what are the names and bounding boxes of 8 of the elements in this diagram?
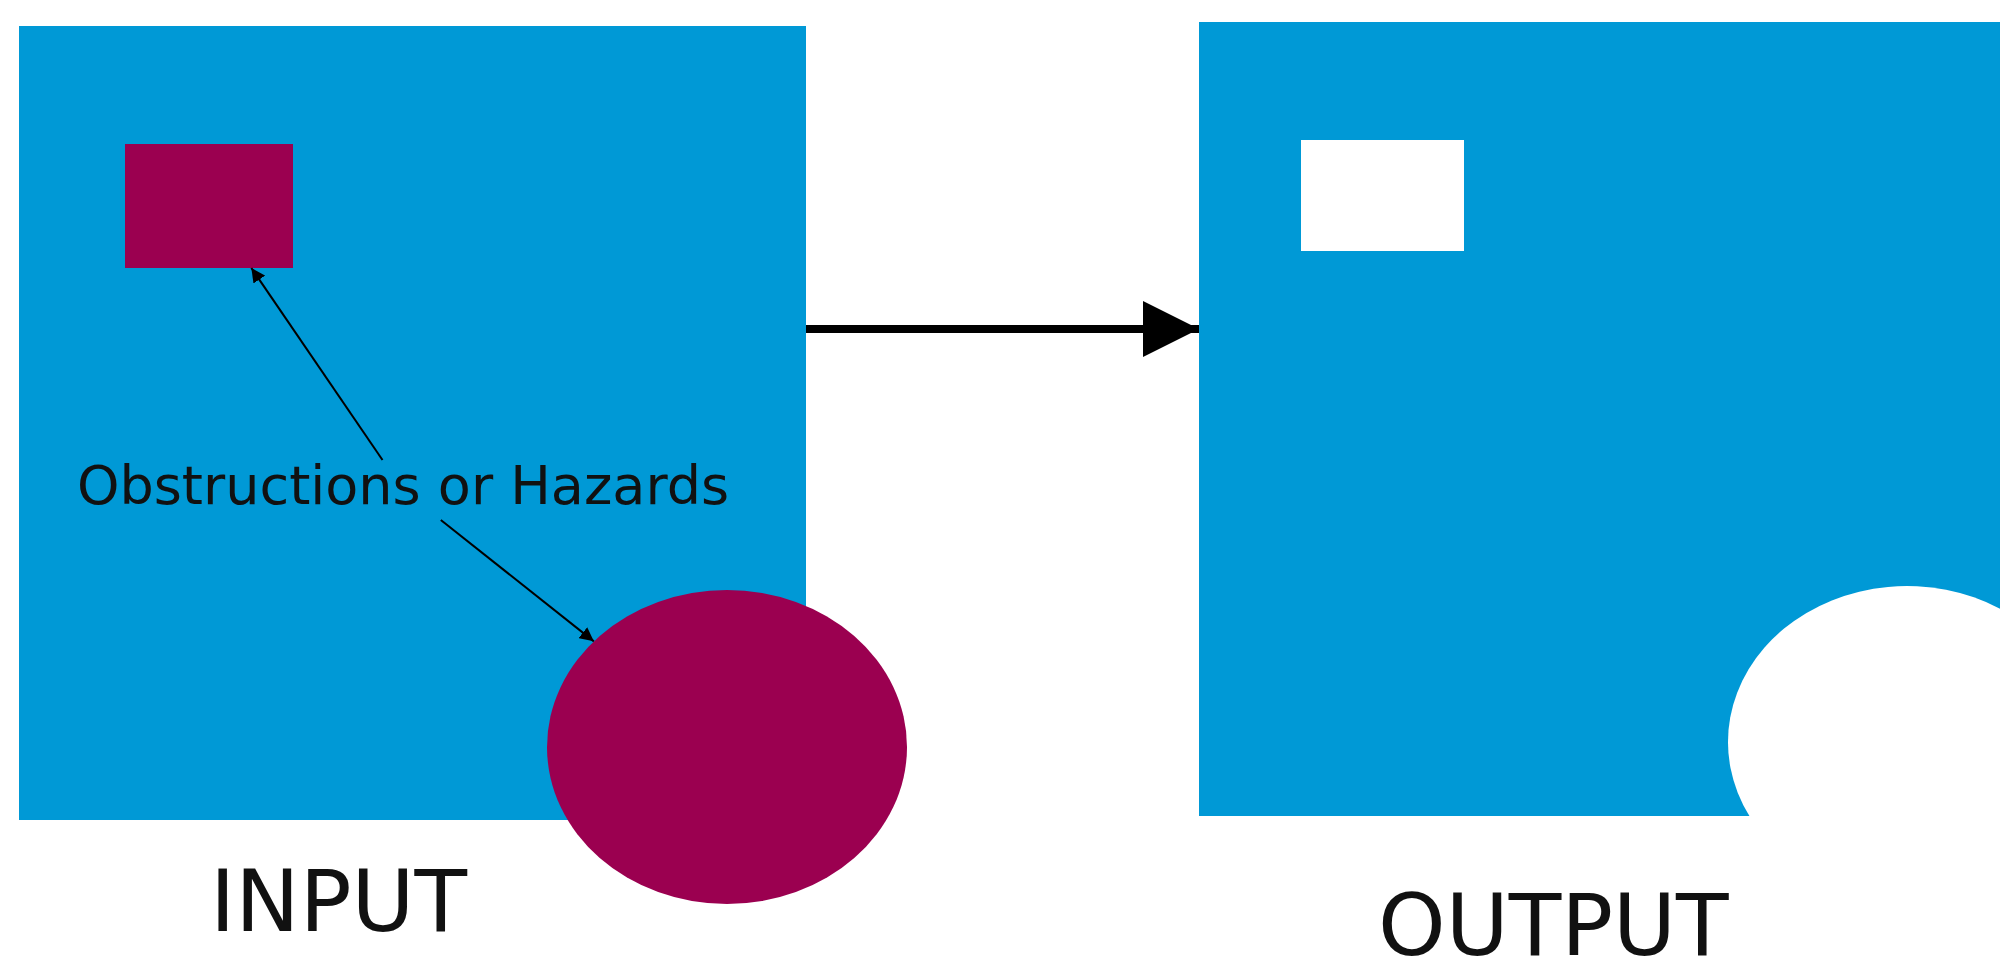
callout-text: Obstructions or Hazards (76, 454, 730, 517)
panel-heading: OUTPUT (1378, 882, 1729, 968)
panel-heading: INPUT (210, 858, 468, 944)
obstruction-rectangle (125, 144, 293, 268)
cutout-rectangle (1301, 140, 1464, 251)
arrow (806, 301, 1199, 357)
leader-line (439, 519, 595, 643)
leader-line (250, 267, 384, 461)
